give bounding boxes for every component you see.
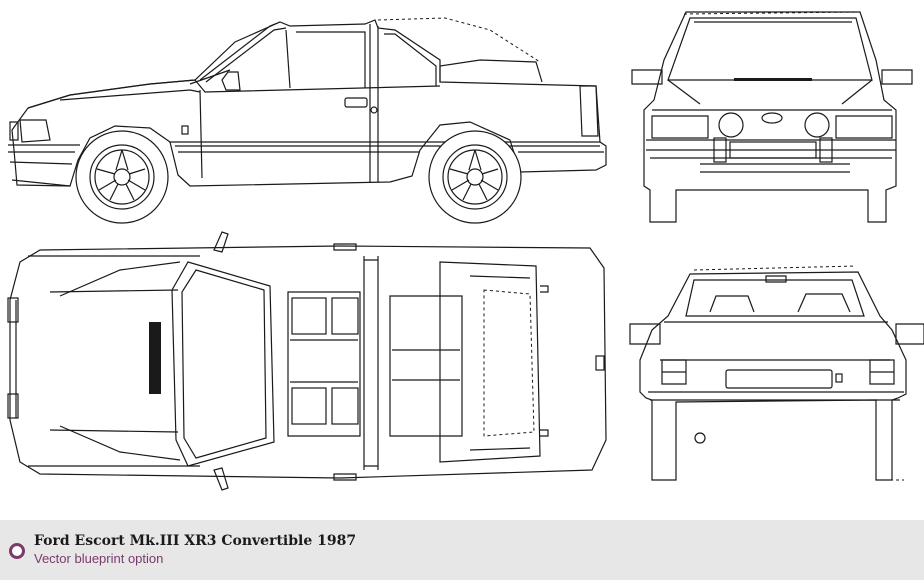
- rear-view: [629, 265, 924, 481]
- caption-title: Ford Escort Mk.III XR3 Convertible 1987: [34, 533, 357, 549]
- rear-wheel: [428, 130, 522, 224]
- circle-bullet-icon: [9, 543, 25, 559]
- caption-bar: [0, 520, 924, 580]
- caption-subtitle[interactable]: Vector blueprint option: [34, 551, 164, 566]
- front-wheel: [75, 130, 169, 224]
- car-blueprint: [7, 11, 924, 491]
- front-view: [631, 11, 913, 223]
- side-view: [8, 17, 607, 224]
- top-view: [7, 231, 607, 491]
